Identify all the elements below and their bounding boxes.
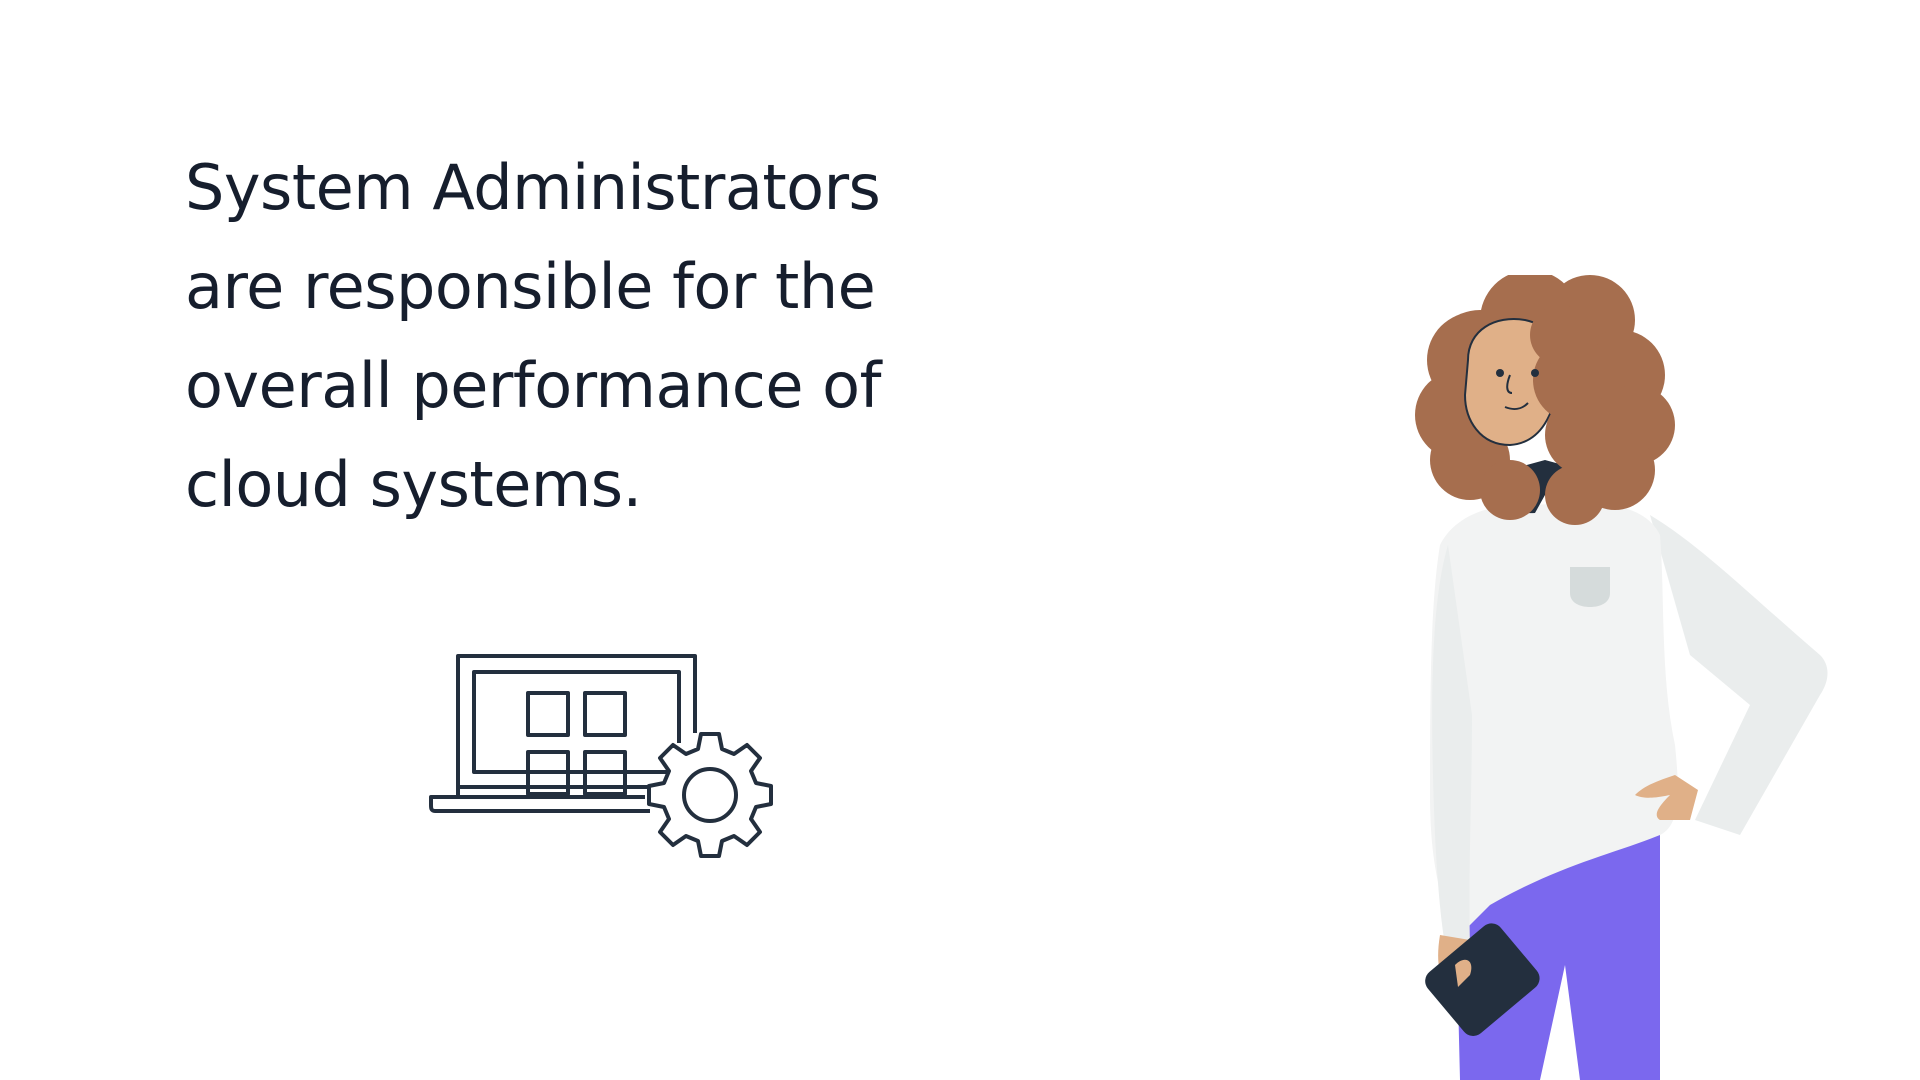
right-eye: [1531, 369, 1539, 377]
headline-line-2: are responsible for the: [185, 250, 876, 323]
nose: [1506, 374, 1513, 394]
smile: [1504, 402, 1529, 411]
person-illustration: [1415, 275, 1828, 1080]
left-arm: [1432, 545, 1472, 945]
laptop-screen-outer: [456, 654, 697, 789]
slide-headline: System Administrators are responsible fo…: [185, 138, 985, 534]
headline-line-3: overall performance of: [185, 349, 881, 422]
shirt-pocket: [1570, 567, 1610, 607]
shirt: [1430, 503, 1678, 935]
right-arm: [1650, 515, 1828, 835]
laptop-screen-inner: [472, 670, 681, 774]
headline-line-1: System Administrators: [185, 151, 881, 224]
right-hand: [1635, 775, 1698, 820]
phone-icon: [1425, 923, 1540, 1036]
left-eye: [1496, 369, 1504, 377]
laptop-with-gear-icon: [429, 654, 773, 858]
gear-icon: [647, 732, 773, 858]
headline-line-4: cloud systems.: [185, 448, 642, 521]
grid-icon: [526, 691, 627, 796]
